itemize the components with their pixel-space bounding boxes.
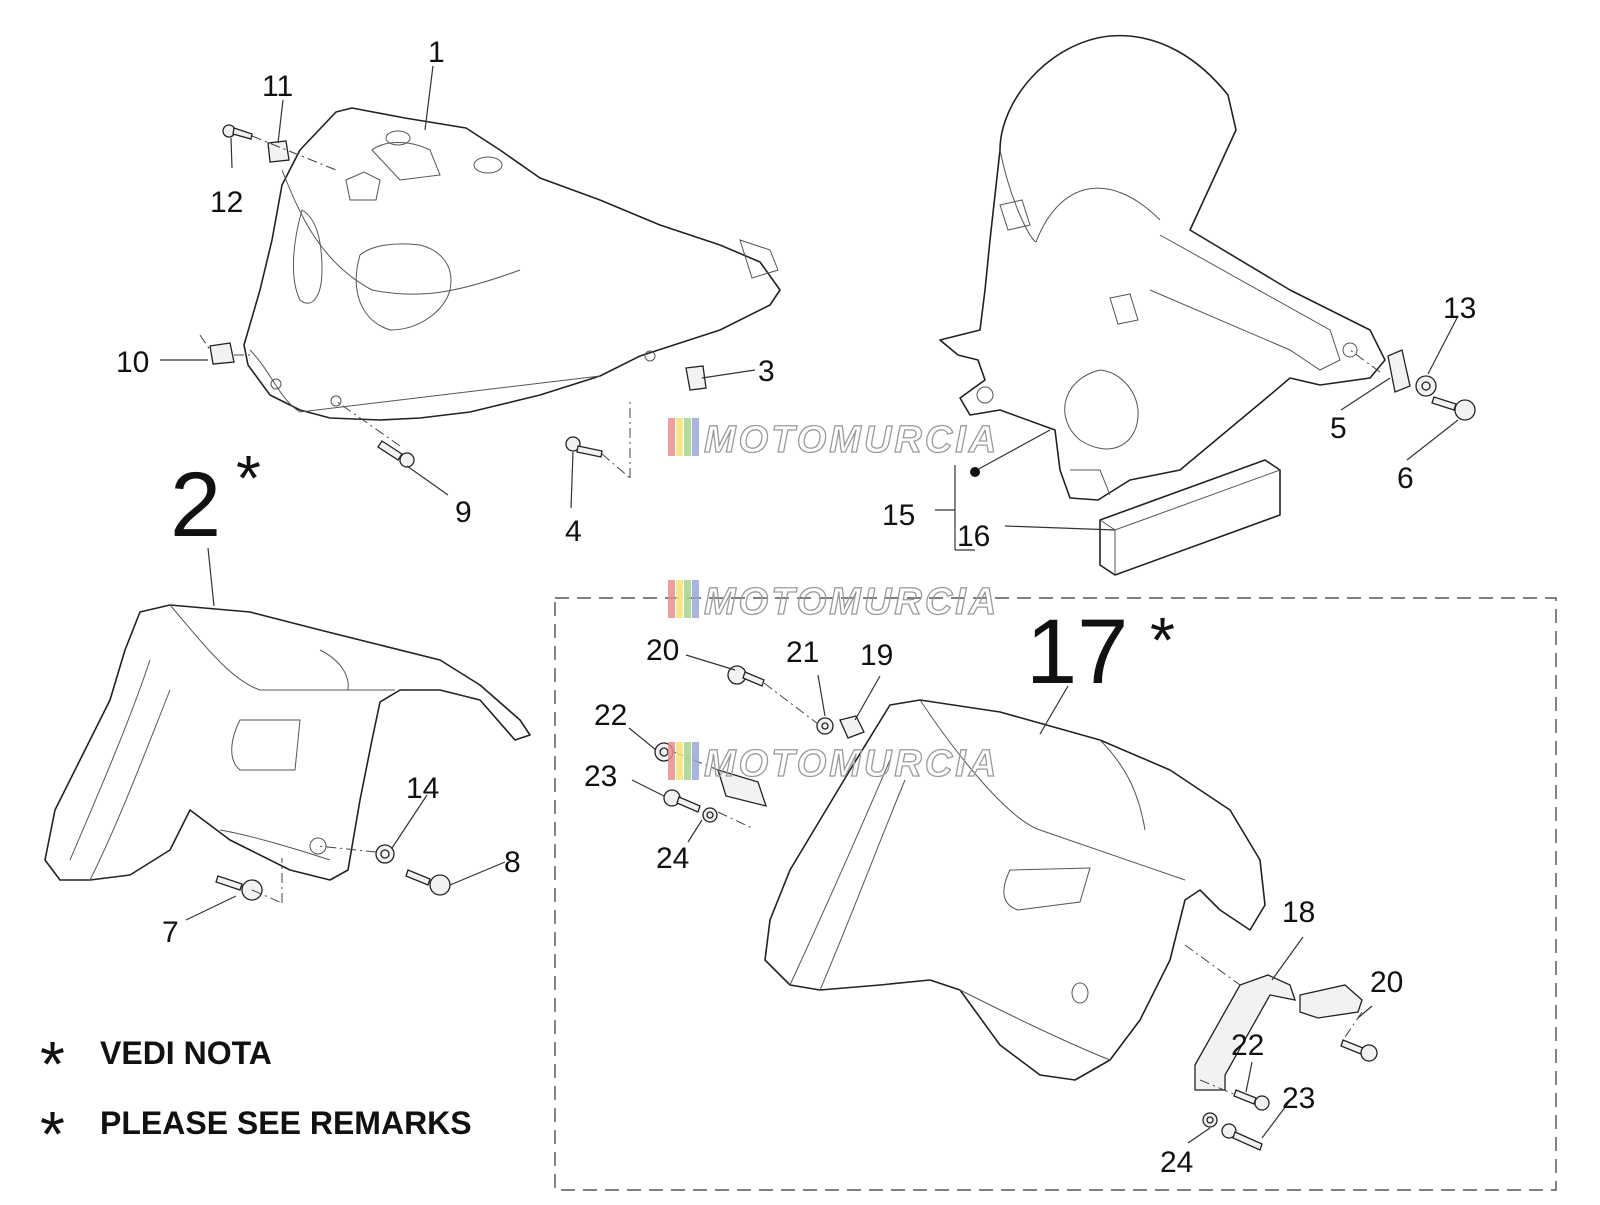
callout-7: 7 xyxy=(162,916,179,949)
callout-23-lower: 23 xyxy=(1282,1082,1315,1115)
notes-block: * VEDI NOTA * PLEASE SEE REMARKS xyxy=(40,1028,472,1170)
callout-11: 11 xyxy=(262,70,293,103)
callout-5: 5 xyxy=(1330,412,1347,445)
watermark-top: MOTOMURCIA xyxy=(668,418,999,462)
part-15-wheel-housing xyxy=(939,34,1386,501)
callout-4: 4 xyxy=(565,515,582,548)
note-it-text: VEDI NOTA xyxy=(100,1035,272,1071)
leader-lines xyxy=(160,65,1459,1144)
callout-22-lower: 22 xyxy=(1231,1029,1264,1062)
callout-20-lower: 20 xyxy=(1370,966,1403,999)
assembly-lines xyxy=(199,135,1381,1096)
callout-19: 19 xyxy=(860,639,893,672)
part-16-foam-block xyxy=(1099,459,1281,576)
callout-6: 6 xyxy=(1397,462,1414,495)
watermark-text: MOTOMURCIA xyxy=(704,419,999,461)
part-1-inner-shield xyxy=(243,107,781,421)
watermark-middle: MOTOMURCIA xyxy=(668,580,999,624)
callout-16: 16 xyxy=(957,520,990,553)
callout-3: 3 xyxy=(758,355,775,388)
callout-10: 10 xyxy=(116,346,149,379)
callout-15: 15 xyxy=(882,499,915,532)
callout-24-upper: 24 xyxy=(656,842,689,875)
watermark-text: MOTOMURCIA xyxy=(704,581,999,623)
callout-2: 2 xyxy=(170,454,221,556)
kit-17-dashed-boundary xyxy=(554,597,1557,1191)
callout-8: 8 xyxy=(504,846,521,879)
callout-1: 1 xyxy=(428,36,445,69)
callout-9: 9 xyxy=(455,496,472,529)
callout-17: 17 xyxy=(1026,601,1128,703)
callout-22-upper: 22 xyxy=(594,699,627,732)
note-en-text: PLEASE SEE REMARKS xyxy=(100,1105,472,1141)
callout-17-star: * xyxy=(1150,604,1175,676)
part-2-front-mudguard-assembly xyxy=(44,604,531,881)
watermark-text: MOTOMURCIA xyxy=(704,743,999,785)
hardware-items xyxy=(209,124,1476,1151)
callout-13: 13 xyxy=(1443,292,1476,325)
note-en-asterisk: * xyxy=(40,1098,65,1170)
callout-18: 18 xyxy=(1282,896,1315,929)
note-it-asterisk: * xyxy=(40,1028,65,1100)
callout-numbers: 1 11 12 10 3 9 4 13 5 6 15 16 2 * 14 8 7… xyxy=(116,36,1476,1179)
callout-dot xyxy=(970,467,980,477)
part-17-front-mudguard xyxy=(764,699,1266,1081)
callout-24-lower: 24 xyxy=(1160,1146,1193,1179)
callout-2-star: * xyxy=(236,442,261,514)
callout-23-upper: 23 xyxy=(584,760,617,793)
callout-20-upper: 20 xyxy=(646,634,679,667)
callout-12: 12 xyxy=(210,186,243,219)
watermark-lower: MOTOMURCIA xyxy=(668,742,999,786)
callout-21: 21 xyxy=(786,636,819,669)
callout-14: 14 xyxy=(406,772,439,805)
